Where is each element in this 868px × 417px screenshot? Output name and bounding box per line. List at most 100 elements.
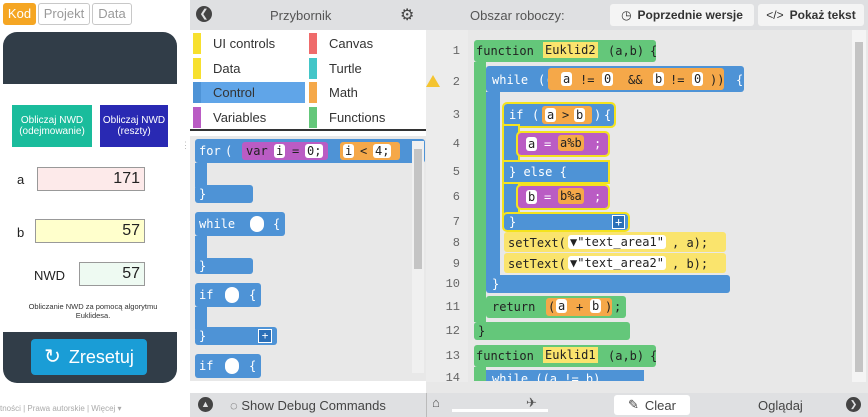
category-math[interactable]: Math <box>309 82 421 103</box>
app-screen: Obliczaj NWD (odejmowanie) Obliczaj NWD … <box>3 84 177 332</box>
tab-project[interactable]: Projekt <box>38 3 90 25</box>
and-condition[interactable] <box>548 68 724 90</box>
while-end: } <box>195 258 253 274</box>
category-label: Math <box>329 85 358 100</box>
category-turtle[interactable]: Turtle <box>309 57 421 79</box>
var-b: b <box>574 108 586 122</box>
clear-button[interactable]: ✎ Clear <box>614 395 690 415</box>
category-canvas[interactable]: Canvas <box>309 33 421 54</box>
warning-icon[interactable] <box>426 75 440 87</box>
workspace-scrollbar[interactable] <box>852 30 866 382</box>
line-number: 9 <box>452 257 460 271</box>
category-label: Turtle <box>329 60 362 76</box>
for-keyword: for <box>199 144 221 158</box>
line-number: 10 <box>445 277 460 291</box>
toolbox-header: ❮ Przybornik ⚙ <box>190 0 426 30</box>
debug-toggle[interactable]: ◌ Show Debug Commands <box>230 398 386 413</box>
add-else-button[interactable]: + <box>612 215 626 229</box>
if-block[interactable]: if { <box>195 283 261 307</box>
lt-op: < <box>360 144 368 158</box>
line-number: 5 <box>452 165 460 179</box>
gear-icon[interactable]: ⚙ <box>400 7 415 24</box>
paren-close: ) <box>605 300 613 314</box>
subtract-button[interactable]: Obliczaj NWD (odejmowanie) <box>12 105 92 147</box>
add-else-button[interactable]: + <box>258 329 272 343</box>
category-label: Control <box>213 85 255 100</box>
function-params: (a,b) <box>608 44 645 58</box>
line-number: 8 <box>452 236 460 250</box>
input-a[interactable]: 171 <box>37 167 145 191</box>
assign-op: = <box>544 137 552 151</box>
element-id-dropdown[interactable]: ▼"text_area1" <box>568 235 666 249</box>
category-data[interactable]: Data <box>193 57 305 79</box>
gt-op: > <box>562 108 570 122</box>
while-slot[interactable] <box>250 216 264 232</box>
settext-args: , a); <box>672 236 709 250</box>
expand-icon[interactable]: ▲ <box>198 397 213 412</box>
element-id-dropdown[interactable]: ▼"text_area2" <box>568 256 666 270</box>
line-number: 2 <box>452 75 460 89</box>
if-slot[interactable] <box>225 287 239 303</box>
flyout-scrollbar[interactable] <box>412 141 424 373</box>
semicolon: ; <box>614 300 622 314</box>
app-preview-panel: Kod Projekt Data Obliczaj NWD (odejmowan… <box>0 0 190 417</box>
tab-data[interactable]: Data <box>92 3 132 25</box>
clear-label: Clear <box>644 397 676 413</box>
for-block[interactable]: for ( var i = 0; i < 4; <box>195 139 425 163</box>
slow-speed-icon[interactable]: ⌂ <box>432 395 440 410</box>
line-number: 6 <box>452 190 460 204</box>
if-else-block[interactable]: if { <box>195 354 261 378</box>
label-nwd: NWD <box>34 268 66 283</box>
line-number: 11 <box>445 300 460 314</box>
workspace-scroll-thumb[interactable] <box>855 42 863 372</box>
condition-block[interactable]: i < 4; <box>340 142 400 160</box>
while-loop-2[interactable]: while ((a != b) <box>486 370 644 381</box>
if-end: } + <box>195 327 277 345</box>
line-gutter <box>426 30 468 382</box>
category-swatch <box>309 106 317 128</box>
debug-label: Show Debug Commands <box>241 398 386 413</box>
function-name[interactable]: Euklid1 <box>543 347 598 363</box>
category-swatch <box>193 82 201 103</box>
code-icon: </> <box>766 8 784 22</box>
if-slot-2[interactable] <box>225 358 239 374</box>
mod-expression[interactable]: a%b <box>558 135 584 151</box>
reset-button[interactable]: ↻ Zresetuj <box>31 339 147 375</box>
category-functions[interactable]: Functions <box>309 106 421 128</box>
flyout-scroll-thumb[interactable] <box>414 149 422 269</box>
modulo-button[interactable]: Obliczaj NWD (reszty) <box>100 105 168 147</box>
category-swatch <box>309 33 317 54</box>
previous-versions-button[interactable]: ◷Poprzednie wersje <box>610 4 754 26</box>
mod-expression[interactable]: b%a <box>558 188 584 204</box>
function-body <box>474 62 486 322</box>
if-keyword: if <box>509 108 524 122</box>
category-swatch <box>193 106 201 128</box>
var-block[interactable]: var i = 0; <box>242 142 328 160</box>
footer-links[interactable]: tności | Prawa autorskie | Więcej ▾ <box>0 404 122 413</box>
while-text: while ((a != b) <box>492 372 601 381</box>
speed-slider[interactable] <box>452 409 548 412</box>
fast-speed-icon[interactable]: ✈ <box>526 395 537 410</box>
tab-code[interactable]: Kod <box>3 3 36 25</box>
category-control[interactable]: Control <box>193 82 305 103</box>
semicolon: ; <box>594 137 602 151</box>
category-ui-controls[interactable]: UI controls <box>193 33 305 54</box>
function-name[interactable]: Euklid2 <box>543 42 598 58</box>
zero-literal-2: 0 <box>692 72 704 86</box>
var-a: a <box>526 137 538 151</box>
category-swatch <box>309 82 317 103</box>
collapse-watch-icon[interactable]: ❯ <box>846 397 861 412</box>
category-variables[interactable]: Variables <box>193 106 305 128</box>
brace-close: } <box>492 277 500 291</box>
collapse-icon[interactable]: ❮ <box>196 6 212 22</box>
drag-handle-icon[interactable]: ⋮ <box>181 140 190 150</box>
plus-op: + <box>576 300 584 314</box>
eraser-icon: ✎ <box>628 397 639 412</box>
init-value: 0; <box>305 144 324 158</box>
input-b[interactable]: 57 <box>35 219 145 243</box>
category-label: Data <box>213 60 241 76</box>
splitter[interactable] <box>426 382 868 393</box>
while-block[interactable]: while { <box>195 212 285 236</box>
show-text-button[interactable]: </>Pokaż tekst <box>758 4 864 26</box>
if-keyword: if <box>199 288 214 302</box>
